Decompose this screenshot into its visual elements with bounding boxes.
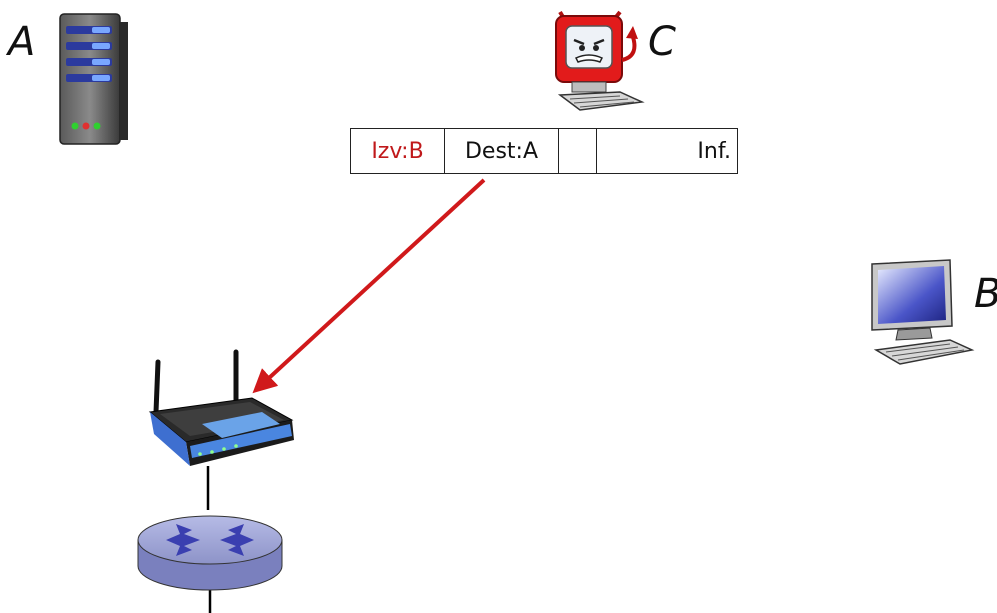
wifi-router-icon[interactable]: [148, 349, 294, 466]
packet-empty-field: [559, 129, 597, 173]
server-icon[interactable]: [59, 13, 128, 145]
node-label-c: C: [648, 19, 676, 65]
packet-header: Izv:B Dest:A Inf.: [350, 128, 738, 174]
node-label-a: A: [8, 19, 36, 65]
spoofed-packet-arrow: [252, 178, 486, 394]
desktop-computer-icon[interactable]: [871, 259, 975, 365]
node-label-b: B: [974, 274, 997, 314]
router-icon[interactable]: [137, 515, 283, 591]
devil-computer-icon[interactable]: [555, 10, 645, 111]
packet-payload-field: Inf.: [697, 138, 731, 164]
packet-destination-field: Dest:A: [445, 129, 559, 173]
packet-source-field: Izv:B: [351, 129, 445, 173]
